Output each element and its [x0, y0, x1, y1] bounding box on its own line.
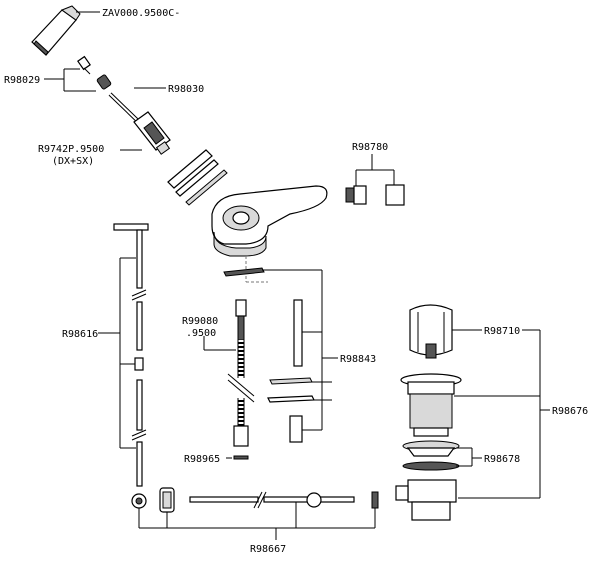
rod-part: [108, 92, 142, 125]
label-r98616: R98616: [62, 329, 98, 340]
label-zav: ZAV000.9500C-: [102, 8, 180, 19]
label-r98029: R98029: [4, 75, 40, 86]
cartridge-part: [133, 111, 171, 155]
label-r98678: R98678: [484, 454, 520, 465]
vertical-rod-part: [113, 223, 149, 487]
label-r99080-2: .9500: [186, 328, 216, 339]
screw-part: [77, 55, 91, 75]
popup-plug-part: [409, 304, 453, 359]
label-r99080-1: R99080: [182, 316, 218, 327]
gasket-plates-part: [167, 149, 228, 206]
label-r98030: R98030: [168, 84, 204, 95]
label-r98667: R98667: [250, 544, 286, 555]
horizontal-rod-assembly-part: [131, 487, 355, 513]
label-r98676: R98676: [552, 406, 588, 417]
small-washer-part: [233, 455, 249, 460]
waste-washers-part: [402, 440, 460, 471]
label-r98965: R98965: [184, 454, 220, 465]
label-r9742p-1: R9742P.9500: [38, 144, 104, 155]
flexible-hose-part: [227, 299, 255, 447]
connector-part: [345, 184, 405, 206]
label-r9742p-2: (DX+SX): [52, 156, 94, 167]
label-r98843: R98843: [340, 354, 376, 365]
grub-screw-part: [96, 74, 112, 90]
mixer-body-part: [211, 185, 328, 257]
waste-body-part: [400, 373, 462, 437]
handle-cap-part: [31, 5, 81, 56]
waste-tailpiece-part: [371, 479, 457, 521]
label-r98710: R98710: [484, 326, 520, 337]
label-r98780: R98780: [352, 142, 388, 153]
